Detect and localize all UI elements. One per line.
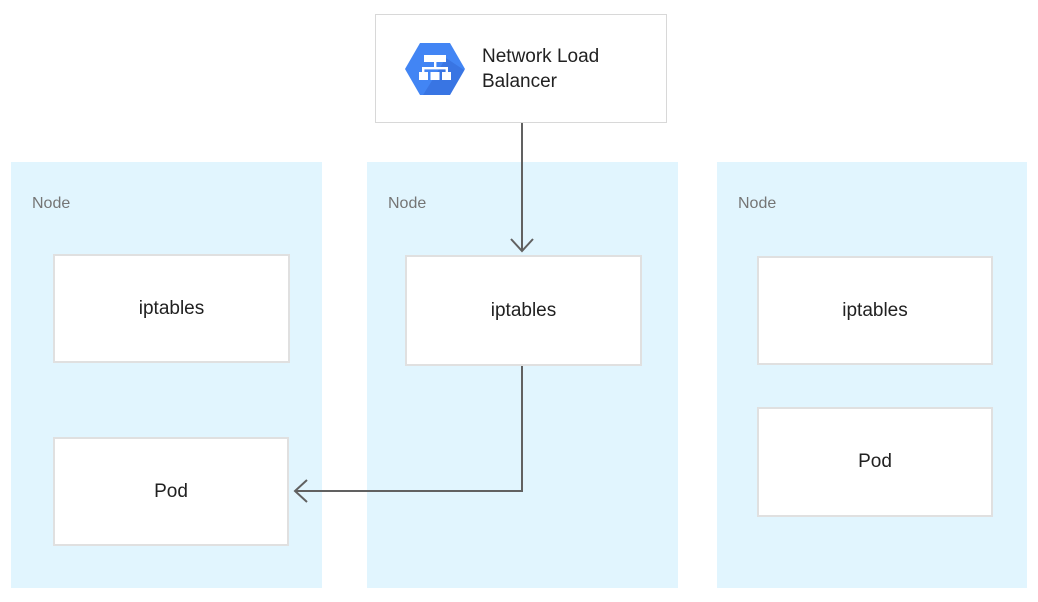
node-3-pod-box: Pod bbox=[757, 407, 993, 517]
node-3-iptables-box: iptables bbox=[757, 256, 993, 365]
node-1-iptables-box: iptables bbox=[53, 254, 290, 363]
node-1-pod-box: Pod bbox=[53, 437, 289, 546]
node-1: Node iptables Pod bbox=[11, 162, 322, 588]
node-1-label: Node bbox=[32, 195, 71, 212]
node-1-iptables-label: iptables bbox=[138, 297, 205, 319]
node-3-pod-label: Pod bbox=[858, 451, 892, 472]
node-3-label: Node bbox=[738, 195, 777, 212]
node-3-iptables-label: iptables bbox=[842, 299, 908, 321]
node-2: Node iptables bbox=[367, 162, 678, 588]
network-load-balancer-box: Network Load Balancer bbox=[375, 14, 667, 123]
node-2-iptables-box: iptables bbox=[405, 255, 642, 366]
load-balancer-hexagon-icon bbox=[405, 42, 465, 95]
load-balancer-label: Network Load Balancer bbox=[482, 45, 600, 92]
node-2-iptables-label: iptables bbox=[490, 299, 557, 321]
node-2-label: Node bbox=[388, 195, 427, 212]
node-1-pod-label: Pod bbox=[154, 480, 188, 502]
node-3: Node iptables Pod bbox=[717, 162, 1027, 588]
